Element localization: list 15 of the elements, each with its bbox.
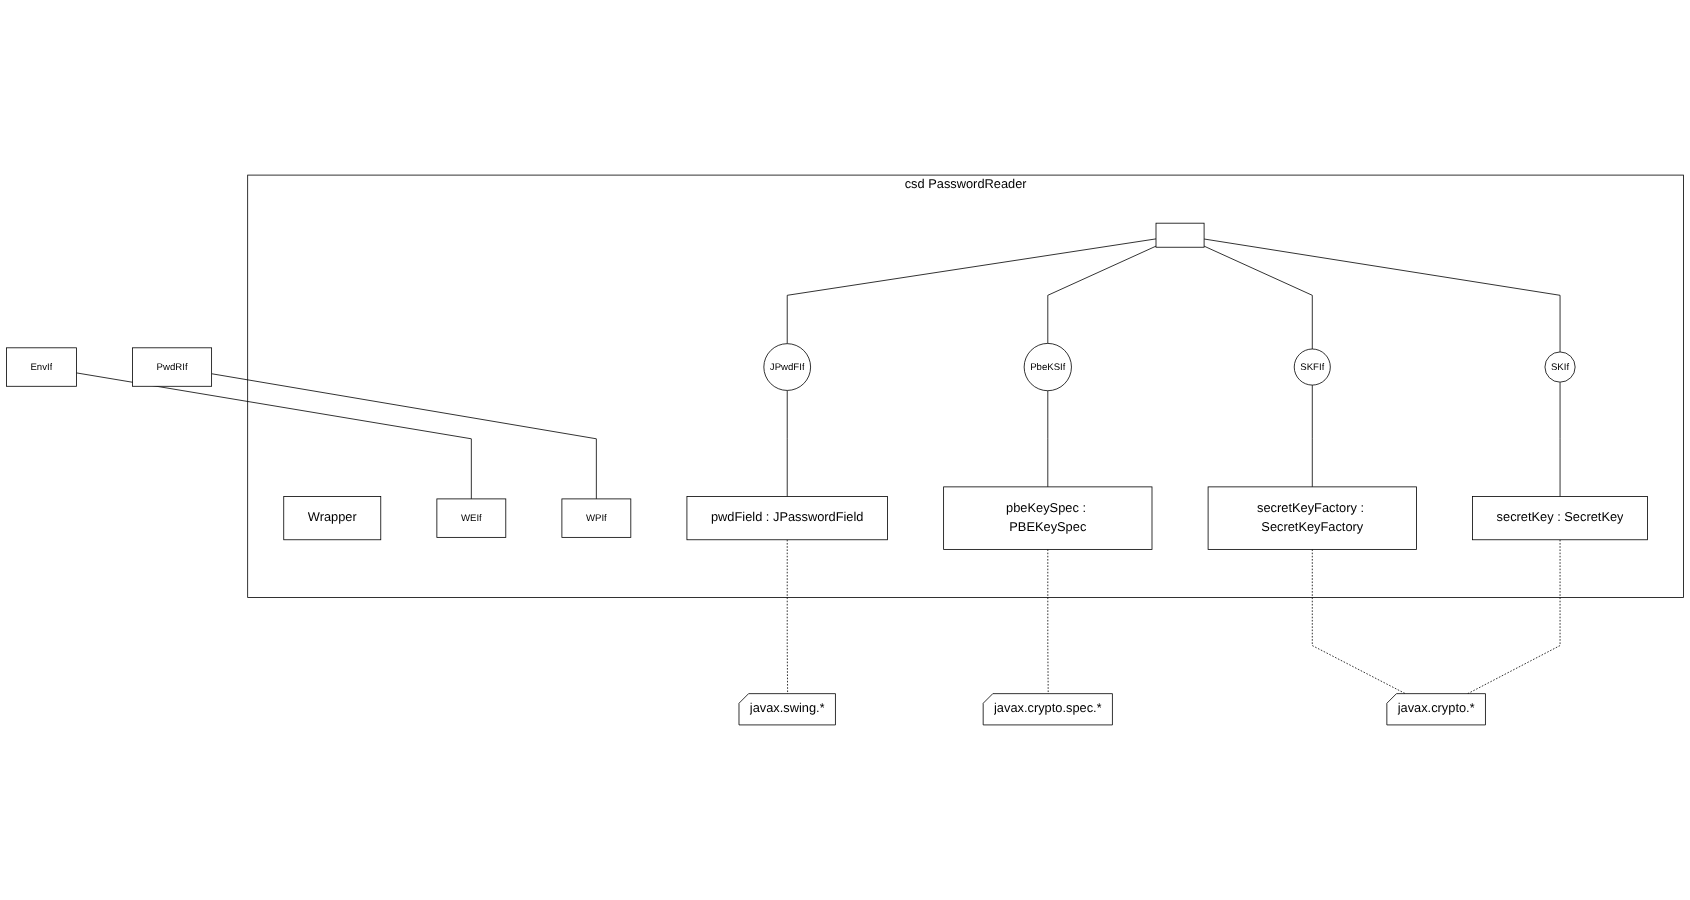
- connector: [1047, 549, 1049, 695]
- connector: [786, 238, 1157, 345]
- connector: [1311, 549, 1407, 695]
- connector: [786, 539, 788, 695]
- connector: [1047, 390, 1049, 488]
- connector: [786, 390, 788, 497]
- connector: [1203, 245, 1313, 350]
- connector: [211, 373, 597, 500]
- connector: [76, 372, 472, 500]
- connector: [1311, 384, 1313, 488]
- node-box: [1155, 222, 1205, 248]
- connector: [1559, 381, 1561, 497]
- connector: [1466, 539, 1561, 695]
- connector: [1047, 245, 1157, 344]
- connector: [1203, 238, 1561, 353]
